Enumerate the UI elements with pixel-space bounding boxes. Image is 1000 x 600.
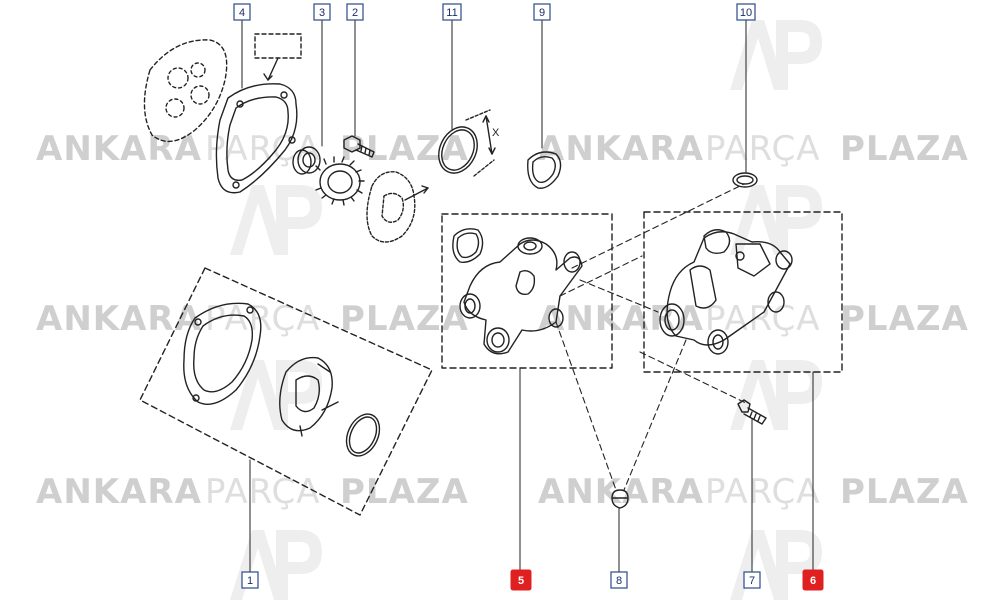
part-gear	[315, 156, 365, 206]
watermark-word-a: ANKARA	[538, 129, 704, 169]
watermark-word-c: PLAZA	[840, 472, 969, 512]
assembly-6-box	[643, 211, 843, 373]
watermark-word-c: PLAZA	[840, 129, 969, 169]
watermark-word-b: PARÇA	[205, 129, 321, 169]
callout-10-label: 10	[740, 7, 752, 19]
watermark-word-b: PARÇA	[705, 472, 821, 512]
callout-1-label: 1	[247, 575, 253, 587]
part-8-plug	[611, 489, 629, 509]
callout-2-label: 2	[352, 7, 358, 19]
callout-2[interactable]: 2	[346, 3, 364, 21]
part-11-o-ring: X	[438, 109, 500, 177]
part-impeller	[366, 171, 429, 243]
watermark-word-b: PARÇA	[705, 129, 821, 169]
callout-6[interactable]: 6	[802, 569, 824, 591]
callout-9-label: 9	[539, 7, 545, 19]
callout-10[interactable]: 10	[736, 3, 756, 21]
watermark-word-c: PLAZA	[340, 299, 469, 339]
callout-7-label: 7	[749, 575, 755, 587]
part-3-seal	[292, 146, 321, 175]
callout-layer: 4 3 2 11 9 10 1 5	[233, 3, 824, 591]
part-2-bolt	[343, 135, 375, 158]
watermark-word-a: ANKARA	[36, 299, 202, 339]
assembly-1-box	[139, 267, 433, 516]
callout-8-label: 8	[616, 575, 622, 587]
callout-4-label: 4	[239, 7, 245, 19]
callout-5-label: 5	[518, 575, 524, 587]
assembly-5-box	[441, 213, 613, 369]
dimension-x-label: X	[492, 127, 500, 139]
callout-7[interactable]: 7	[743, 571, 761, 589]
callout-3-label: 3	[319, 7, 325, 19]
leader-lines	[241, 19, 814, 573]
callout-4[interactable]: 4	[233, 3, 251, 21]
callout-11[interactable]: 11	[442, 3, 462, 21]
callout-6-label: 6	[810, 575, 816, 587]
part-10-seal	[732, 172, 758, 188]
watermark-word-a: ANKARA	[538, 472, 704, 512]
callout-5[interactable]: 5	[510, 569, 532, 591]
watermark-row-2: ANKARA PARÇA PLAZA ANKARA PARÇA PLAZA	[36, 299, 969, 339]
watermark-word-c: PLAZA	[340, 472, 469, 512]
watermark-word-a: ANKARA	[36, 129, 202, 169]
callout-9[interactable]: 9	[533, 3, 551, 21]
callout-1[interactable]: 1	[241, 571, 259, 589]
callout-8[interactable]: 8	[610, 571, 628, 589]
watermark-word-b: PARÇA	[205, 472, 321, 512]
part-9-seal	[527, 151, 562, 189]
callout-11-label: 11	[446, 7, 457, 19]
part-4-gasket	[143, 33, 302, 194]
watermark-word-a: ANKARA	[36, 472, 202, 512]
watermark-word-c: PLAZA	[840, 299, 969, 339]
part-7-bolt	[737, 399, 767, 425]
connection-lines	[555, 183, 749, 491]
watermark-word-b: PARÇA	[205, 299, 321, 339]
watermark-word-a: ANKARA	[538, 299, 704, 339]
parts-layer: X	[139, 19, 843, 573]
watermark-row-3: ANKARA PARÇA PLAZA ANKARA PARÇA PLAZA	[36, 472, 969, 512]
watermark-row-1: ANKARA PARÇA PLAZA ANKARA PARÇA PLAZA	[36, 129, 969, 169]
watermark-word-b: PARÇA	[705, 299, 821, 339]
callout-3[interactable]: 3	[313, 3, 331, 21]
watermark-layer: ANKARA PARÇA PLAZA ANKARA PARÇA PLAZA AN…	[36, 20, 969, 600]
